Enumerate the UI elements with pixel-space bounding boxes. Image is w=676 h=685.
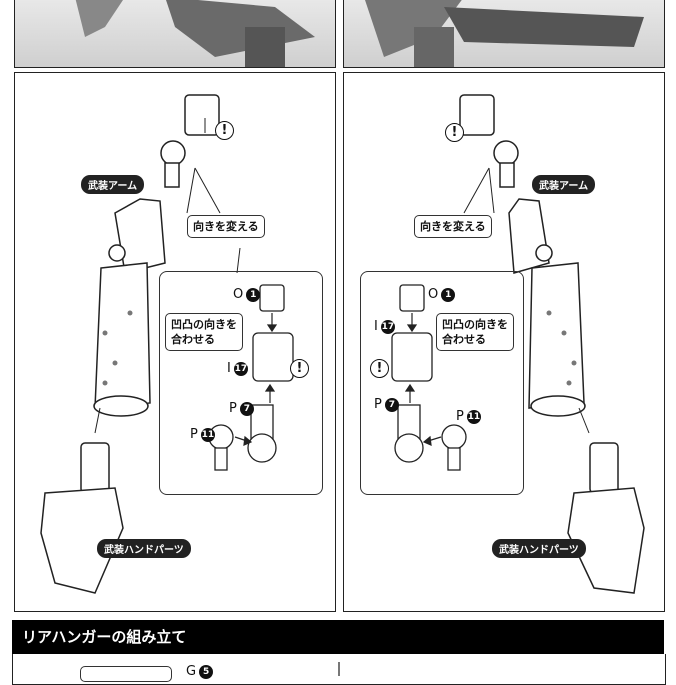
warning-icon: ! xyxy=(215,121,234,140)
warning-icon: ! xyxy=(445,123,464,142)
change-orientation-note: 向きを変える xyxy=(414,215,492,238)
product-photo-left xyxy=(14,0,336,68)
hand-parts-label: 武装ハンドパーツ xyxy=(97,539,191,558)
change-orientation-note: 向きを変える xyxy=(187,215,265,238)
arm-label: 武装アーム xyxy=(532,175,596,194)
section-divider xyxy=(338,662,340,676)
detail-inset xyxy=(360,271,524,495)
section-title: リアハンガーの組み立て xyxy=(12,620,664,654)
arm-label: 武装アーム xyxy=(81,175,145,194)
align-note: 凹凸の向きを合わせる xyxy=(436,313,514,351)
warning-icon: ! xyxy=(290,359,309,378)
right-arm-illustration xyxy=(391,94,645,594)
align-note: 凹凸の向きを合わせる xyxy=(165,313,243,351)
warning-icon: ! xyxy=(370,359,389,378)
detail-inset xyxy=(159,271,323,495)
hand-parts-label: 武装ハンドパーツ xyxy=(492,539,586,558)
product-photo-right xyxy=(343,0,665,68)
part-note-box xyxy=(80,666,172,682)
left-arm-illustration xyxy=(40,94,294,594)
